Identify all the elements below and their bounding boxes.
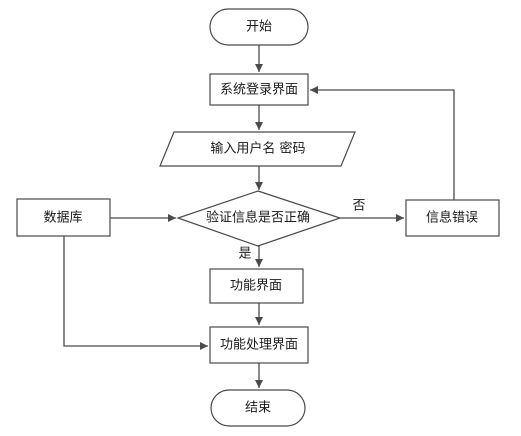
edge-db-process [63,236,208,350]
end-label: 结束 [245,401,271,416]
input-label: 输入用户名 密码 [210,141,305,157]
input-node: 输入用户名 密码 [159,131,356,167]
login-node: 系统登录界面 [209,73,309,106]
start-node: 开始 [209,8,309,46]
error-node: 信息错误 [405,199,500,237]
edges [63,45,455,388]
database-label: 数据库 [43,210,82,226]
verify-node: 验证信息是否正确 [176,190,342,247]
function-node: 功能界面 [209,268,304,304]
edge-error-login [310,86,455,200]
start-label: 开始 [246,20,272,35]
edge-label-no: 否 [352,199,365,214]
edge-label-yes: 是 [238,247,251,262]
end-node: 结束 [210,389,306,427]
login-label: 系统登录界面 [220,83,298,98]
process-node: 功能处理界面 [209,326,309,364]
function-label: 功能界面 [230,279,282,294]
verify-label: 验证信息是否正确 [206,210,310,226]
process-label: 功能处理界面 [220,338,298,353]
error-label: 信息错误 [426,210,478,226]
database-node: 数据库 [16,198,111,237]
